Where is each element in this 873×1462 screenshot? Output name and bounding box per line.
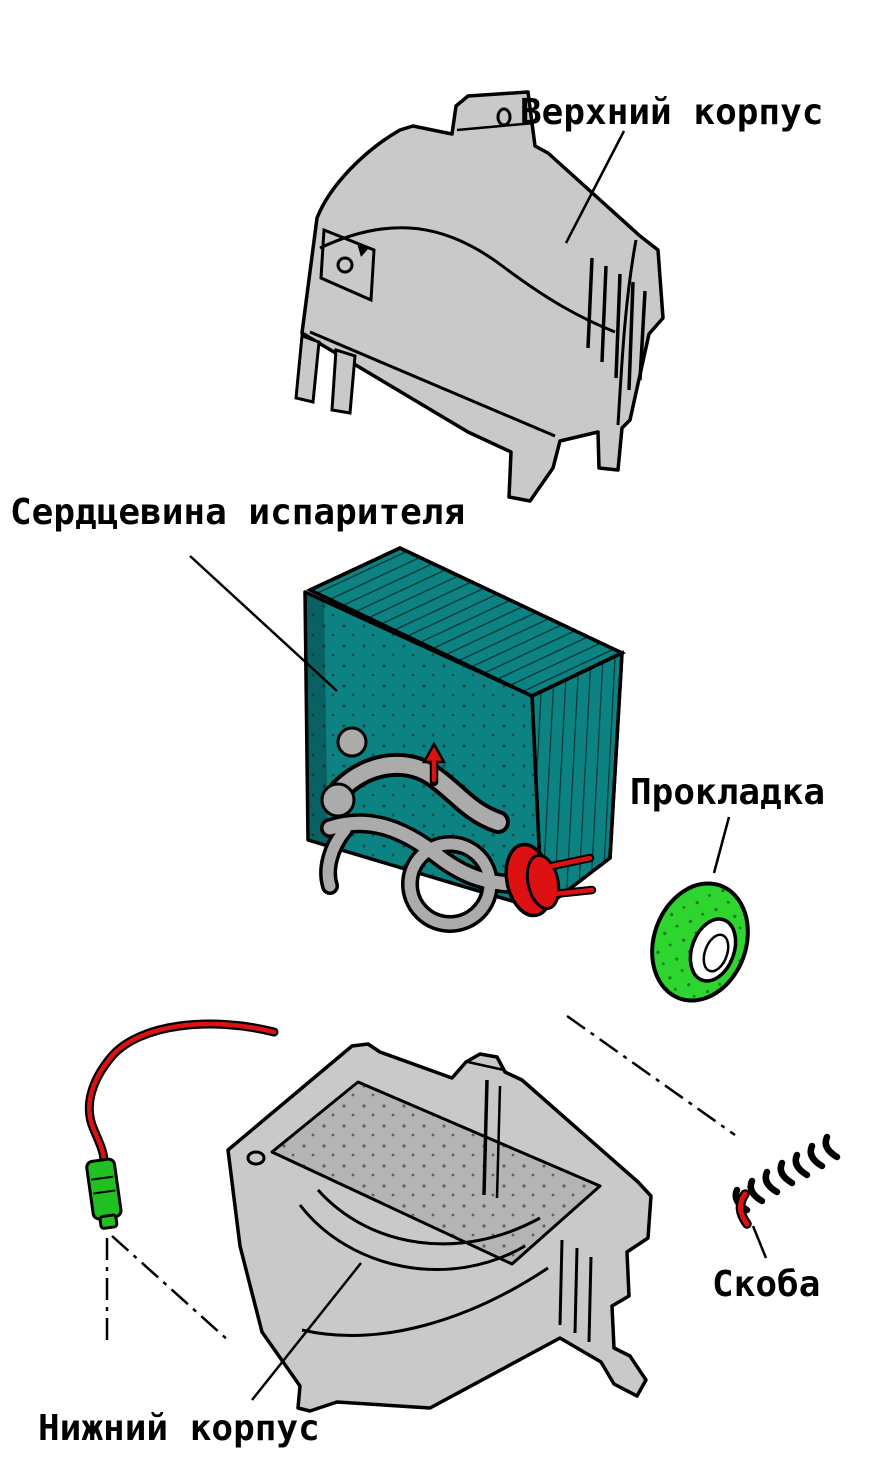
axis-line-gasket-spring bbox=[566, 1014, 736, 1137]
red-pins bbox=[431, 759, 595, 897]
pipe-flange-fittings bbox=[320, 726, 368, 818]
pipe-red-fittings bbox=[421, 741, 597, 918]
gasket-inner-hole bbox=[688, 917, 738, 983]
upper-housing-vent-slots bbox=[586, 257, 647, 391]
gasket-label: Прокладка bbox=[630, 772, 825, 813]
assembly-axis-lines bbox=[105, 1014, 736, 1345]
leader-gasket bbox=[712, 816, 731, 874]
leader-lower-housing bbox=[251, 1262, 362, 1401]
leader-clamp bbox=[751, 1225, 768, 1259]
upper-housing-part bbox=[294, 90, 665, 503]
lower-housing-opening-speckle bbox=[272, 1082, 600, 1264]
lower-housing-interior-lines bbox=[246, 1060, 549, 1337]
thermostat-wire bbox=[84, 1019, 279, 1167]
gasket-inner-lip bbox=[702, 933, 730, 973]
lower-housing-part bbox=[226, 1042, 653, 1413]
connector-body bbox=[85, 1157, 123, 1221]
wire-core bbox=[87, 1021, 277, 1165]
upper-housing-tab-left-2 bbox=[330, 347, 357, 415]
lower-housing-label: Нижний корпус bbox=[38, 1408, 320, 1449]
evaporator-core-part bbox=[303, 546, 627, 914]
upper-housing-panel-lines bbox=[309, 121, 638, 438]
upper-housing-recess-detail bbox=[319, 107, 512, 303]
leader-upper-housing bbox=[564, 130, 626, 244]
leader-evaporator-core bbox=[189, 555, 338, 692]
gasket-part bbox=[650, 881, 750, 1003]
upper-housing-label: Верхний корпус bbox=[520, 92, 823, 133]
leader-lines bbox=[189, 130, 768, 1401]
wire-connector bbox=[85, 1157, 123, 1230]
lower-housing-side-ribs bbox=[558, 1239, 593, 1343]
clamp-label: Скоба bbox=[712, 1264, 820, 1305]
upper-housing-body bbox=[300, 90, 665, 503]
spring-coil bbox=[732, 1133, 841, 1214]
core-front-edge-shade bbox=[306, 594, 328, 845]
red-fitting-shapes bbox=[421, 741, 561, 918]
clamp-part bbox=[735, 1189, 752, 1229]
part-labels: Верхний корпус Сердцевина испарителя Про… bbox=[10, 92, 825, 1449]
axis-line-connector-diagonal bbox=[111, 1235, 231, 1343]
clamp-body bbox=[738, 1191, 750, 1227]
core-pipes bbox=[319, 726, 526, 933]
upper-housing-tab-left-1 bbox=[294, 333, 321, 404]
connector-tip bbox=[98, 1213, 119, 1230]
evaporator-core-label: Сердцевина испарителя bbox=[10, 492, 465, 533]
